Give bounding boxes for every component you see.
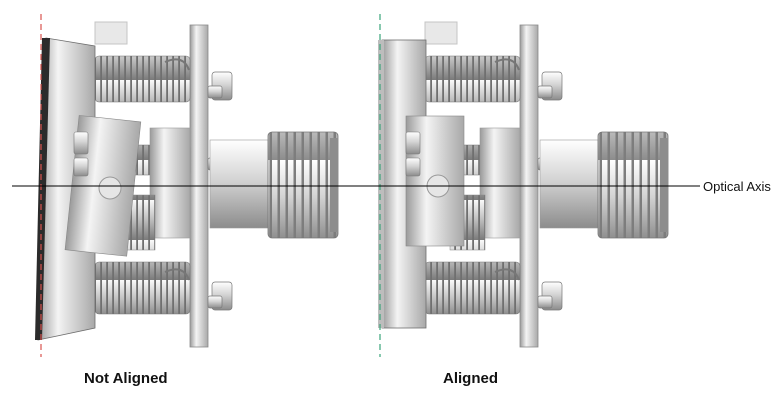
aligned-mount <box>378 21 669 348</box>
not-aligned-mount <box>35 21 339 348</box>
aligned-caption: Aligned <box>443 370 498 387</box>
aligned-mirror-mount-icon <box>378 39 465 329</box>
not-aligned-caption: Not Aligned <box>84 370 168 387</box>
optical-axis-label: Optical Axis <box>703 179 771 194</box>
